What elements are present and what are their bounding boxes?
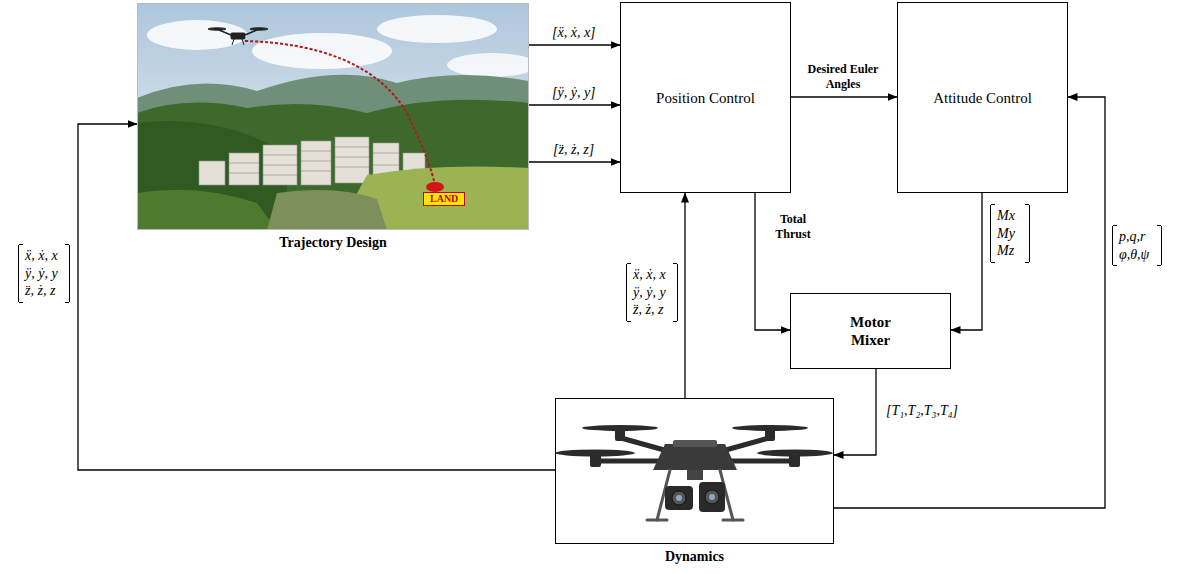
text-stack: Motor Mixer — [841, 313, 901, 349]
text-stack: Position Control — [656, 89, 755, 107]
bracket-tick — [65, 244, 69, 245]
signal-label: Mx My Mz — [997, 207, 1023, 260]
signal-label: ẍ, ẋ, x ÿ, ẏ, y z̈, ż, z — [633, 266, 671, 319]
bracket-tick — [991, 262, 995, 263]
landing-tag: LAND — [423, 192, 465, 206]
signal-arrow — [834, 369, 876, 455]
bracket-tick — [673, 263, 677, 264]
bracket-tick — [65, 302, 69, 303]
panel-caption: Dynamics — [665, 549, 724, 565]
signal-label: [ẍ, ẋ, x] — [552, 24, 596, 42]
signal-label-box: [T₁,T₂,T₃,T₄] — [884, 402, 960, 420]
signal-label-box: [ẍ, ẋ, x] — [550, 24, 598, 42]
box-title: Motor Mixer — [841, 313, 901, 349]
matrix-bracket: ẍ, ẋ, x ÿ, ẏ, y z̈, ż, z — [18, 245, 70, 302]
image-area — [137, 3, 529, 230]
signal-label-box: [ÿ, ẏ, y] — [550, 84, 598, 102]
panel-caption: Trajectory Design — [279, 235, 386, 251]
signal-label-box: Desired Euler Angles — [805, 62, 881, 92]
bracket-tick — [627, 321, 631, 322]
signal-label: [ÿ, ẏ, y] — [552, 84, 596, 102]
box-title: Position Control — [656, 89, 755, 107]
bracket-tick — [1157, 225, 1161, 226]
process-box: Attitude Control — [897, 2, 1068, 193]
signal-label: Total Thrust — [768, 212, 818, 242]
box-title: Attitude Control — [933, 89, 1032, 107]
process-box: Motor Mixer — [790, 293, 951, 369]
signal-arrow — [529, 44, 620, 45]
signal-label-box: [z̈, ż, z] — [551, 141, 596, 159]
bracket-tick — [19, 244, 23, 245]
process-box: Position Control — [620, 2, 791, 193]
bracket-tick — [1025, 204, 1029, 205]
signal-label-box: Total Thrust — [766, 212, 820, 242]
signal-arrow — [791, 96, 897, 97]
text-stack: Dynamics — [665, 544, 724, 565]
bracket-tick — [1025, 262, 1029, 263]
drone-illustration — [555, 398, 834, 544]
signal-label: [z̈, ż, z] — [553, 141, 594, 159]
signal-arrow — [529, 161, 620, 162]
bracket-tick — [991, 204, 995, 205]
signal-label: p,q,r φ,θ,ψ — [1119, 228, 1155, 263]
bracket-tick — [627, 263, 631, 264]
text-stack: Trajectory Design — [279, 230, 386, 251]
signal-arrow — [684, 193, 685, 398]
image-area — [555, 398, 834, 544]
signal-label: ẍ, ẋ, x ÿ, ẏ, y z̈, ż, z — [25, 247, 63, 300]
bracket-tick — [673, 321, 677, 322]
bracket-tick — [1113, 225, 1117, 226]
illustration-panel: Trajectory Design — [137, 3, 529, 251]
illustration-panel: Dynamics — [555, 398, 834, 565]
bracket-tick — [1113, 265, 1117, 266]
signal-label: [T₁,T₂,T₃,T₄] — [886, 402, 958, 420]
matrix-bracket: ẍ, ẋ, x ÿ, ẏ, y z̈, ż, z — [626, 264, 678, 321]
signal-arrow — [951, 193, 982, 330]
matrix-bracket: Mx My Mz — [990, 205, 1030, 262]
bracket-tick — [1157, 265, 1161, 266]
signal-label: Desired Euler Angles — [807, 62, 879, 92]
signal-arrow — [529, 104, 620, 105]
text-stack: Attitude Control — [933, 89, 1032, 107]
bracket-tick — [19, 302, 23, 303]
landscape-illustration — [137, 3, 529, 230]
matrix-bracket: p,q,r φ,θ,ψ — [1112, 226, 1162, 265]
